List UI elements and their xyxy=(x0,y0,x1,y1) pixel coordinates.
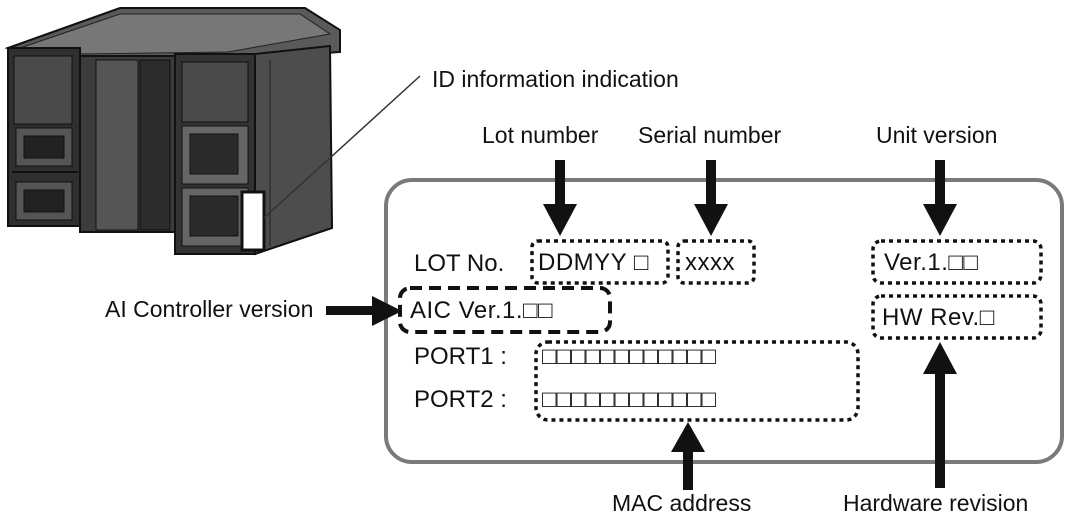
unit-version-arrow xyxy=(923,160,957,236)
hw-rev-value: HW Rev.□ xyxy=(882,304,995,331)
lot-number-box xyxy=(530,239,670,285)
port2-label: PORT2 : xyxy=(414,386,507,413)
aic-version-value: AIC Ver.1.□□ xyxy=(410,297,554,324)
id-info-annotation: ID information indication xyxy=(432,66,679,92)
lot-prefix-label: LOT No. xyxy=(414,250,505,277)
id-info-leader-line xyxy=(263,75,421,219)
mac-address-annotation: MAC address xyxy=(612,490,752,516)
serial-number-arrow xyxy=(694,160,728,236)
port1-label: PORT1 : xyxy=(414,343,507,370)
lot-number-value: DDMYY □ xyxy=(538,249,649,276)
serial-number-value: xxxx xyxy=(685,249,735,276)
ai-controller-version-arrow xyxy=(326,296,402,326)
port2-mac-value: □□□□□□□□□□□□ xyxy=(542,386,716,413)
hardware-revision-annotation: Hardware revision xyxy=(843,490,1029,516)
unit-version-box xyxy=(871,239,1043,285)
controller-unit-illustration xyxy=(4,7,341,256)
hardware-revision-arrow xyxy=(923,342,957,488)
ai-controller-version-annotation: AI Controller version xyxy=(105,296,314,322)
hw-rev-box xyxy=(871,294,1043,340)
serial-number-annotation: Serial number xyxy=(638,122,782,148)
serial-number-box xyxy=(676,239,756,285)
mac-address-box xyxy=(534,340,860,422)
unit-version-value: Ver.1.□□ xyxy=(884,249,979,276)
mac-address-arrow xyxy=(671,422,705,490)
lot-number-annotation: Lot number xyxy=(482,122,599,148)
label-plate xyxy=(384,178,1064,464)
lot-number-arrow xyxy=(543,160,577,236)
port1-mac-value: □□□□□□□□□□□□ xyxy=(542,343,716,370)
unit-version-annotation: Unit version xyxy=(876,122,998,148)
id-indication-box xyxy=(240,190,266,252)
